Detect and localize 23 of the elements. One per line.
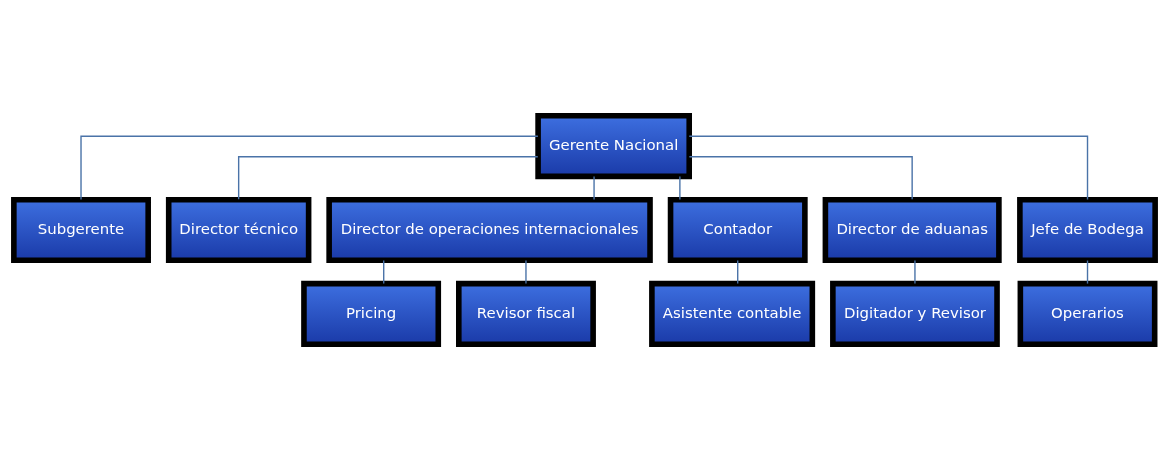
node-box: Operarios xyxy=(1017,280,1158,347)
node-box: Director de aduanas xyxy=(822,196,1002,263)
connector xyxy=(688,135,1089,200)
connector xyxy=(525,259,527,284)
node-box: Contador xyxy=(667,196,808,263)
node-box: Jefe de Bodega xyxy=(1017,196,1158,263)
node-box: Digitador y Revisor xyxy=(830,280,1000,347)
node-box: Director técnico xyxy=(165,196,312,263)
connector xyxy=(688,155,913,200)
node-box: Subgerente xyxy=(11,196,151,263)
connector xyxy=(383,259,385,284)
connector xyxy=(1086,259,1089,284)
node-box: Asistente contable xyxy=(649,280,816,347)
connector xyxy=(737,259,739,284)
node-box: Revisor fiscal xyxy=(456,280,596,347)
connector xyxy=(237,155,539,200)
connector xyxy=(914,259,916,284)
connector xyxy=(80,135,539,200)
node-box: Pricing xyxy=(301,280,442,347)
connector xyxy=(679,175,681,200)
node-box: Director de operaciones internacionales xyxy=(326,196,653,263)
connector xyxy=(593,175,595,200)
node-box: Gerente Nacional xyxy=(535,112,692,179)
